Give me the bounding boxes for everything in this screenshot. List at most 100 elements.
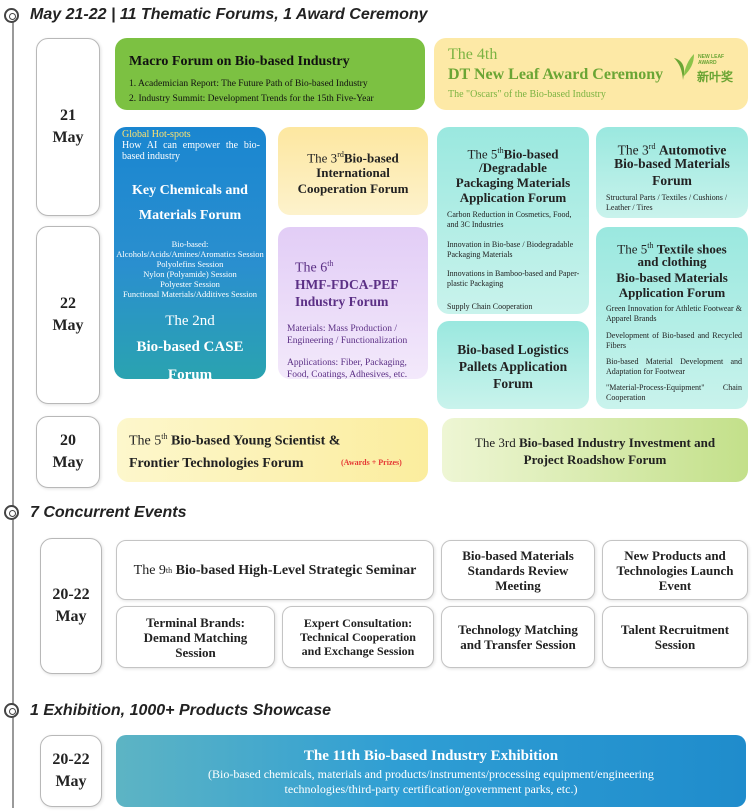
seminar-title: Bio-based High-Level Strategic Seminar [175, 562, 417, 578]
date-box-exhibition: 20-22 May [40, 735, 102, 807]
key-chemicals-title-2: Materials Forum [138, 208, 242, 223]
intl-edition: The 3 [307, 150, 338, 166]
exhibition-desc: (Bio-based chemicals, materials and prod… [208, 767, 654, 796]
event-standards-review[interactable]: Bio-based Materials Standards Review Mee… [441, 540, 595, 600]
session-functional: Functional Materials/Additives Session [122, 289, 258, 299]
case-forum-title: Bio-based CASE [136, 339, 244, 355]
event-expert-consultation[interactable]: Expert Consultation: Technical Cooperati… [282, 606, 434, 668]
exhibition-title: The 11th Bio-based Industry Exhibition [303, 748, 559, 764]
invest-title-1: Bio-based Industry Investment and [518, 435, 716, 450]
date-day: 21 [60, 107, 76, 124]
section-bullet-icon [4, 8, 19, 23]
event-talent-recruitment[interactable]: Talent Recruitment Session [602, 606, 748, 668]
section-bullet-icon [4, 505, 19, 520]
award-logo-cn: 新叶奖 [697, 70, 734, 84]
invest-title-2: Project Roadshow Forum [523, 452, 667, 467]
textile-item-3: Bio-based Material Development and Adapt… [606, 357, 742, 376]
timeline-line [12, 18, 14, 808]
award-title: DT New Leaf Award Ceremony [448, 66, 664, 83]
textile-item-4: "Material-Process-Equipment" Chain Coope… [606, 383, 742, 402]
award-tagline: The "Oscars" of the Bio-based Industry [448, 89, 606, 100]
section-heading-exhibition: 1 Exhibition, 1000+ Products Showcase [30, 702, 331, 719]
young-title-1: Bio-based Young Scientist & [171, 433, 341, 449]
young-title-2: Frontier Technologies Forum [129, 456, 304, 471]
case-forum-title-2: Forum [167, 367, 213, 379]
leaf-icon [674, 54, 694, 80]
section-heading-forums: May 21-22 | 11 Thematic Forums, 1 Award … [30, 6, 428, 23]
packaging-item-4: Supply Chain Cooperation [447, 302, 533, 311]
date-month: May [52, 129, 84, 146]
young-awards-note: (Awards + Prizes) [341, 458, 402, 467]
logistics-forum-card[interactable]: Bio-based Logistics Pallets Application … [437, 321, 589, 409]
fdca-edition: The 6 [295, 260, 328, 276]
case-forum-edition: The 2nd [165, 313, 215, 329]
award-ceremony-card[interactable]: The 4th DT New Leaf Award Ceremony The "… [434, 38, 748, 110]
packaging-forum-card[interactable]: The 5thBio-based /Degradable Packaging M… [437, 127, 589, 314]
young-scientist-forum-card[interactable]: The 5th Bio-based Young Scientist & Fron… [117, 418, 428, 482]
standards-title: Bio-based Materials Standards Review Mee… [462, 547, 574, 593]
macro-forum-item-2: 2. Industry Summit: Development Trends f… [129, 94, 374, 104]
launch-title: New Products and Technologies Launch Eve… [616, 547, 734, 593]
terminal-title: Terminal Brands: Demand Matching Session [143, 614, 248, 660]
textile-title-4: Application Forum [618, 285, 726, 300]
date-day: 20-22 [52, 586, 90, 603]
event-technology-matching[interactable]: Technology Matching and Transfer Session [441, 606, 595, 668]
event-terminal-brands[interactable]: Terminal Brands: Demand Matching Session [116, 606, 275, 668]
expert-title: Expert Consultation: Technical Cooperati… [300, 616, 416, 658]
session-alcohols: Alcohols/Acids/Amines/Aromatics Session [116, 249, 264, 259]
packaging-title-4: Application Forum [459, 190, 567, 205]
textile-item-2: Development of Bio-based and Recycled Fi… [606, 331, 742, 350]
date-day: 22 [60, 295, 76, 312]
seminar-edition: The 9 [133, 562, 166, 578]
logistics-title-2: Pallets Application [458, 359, 568, 374]
macro-forum-item-1: 1. Academician Report: The Future Path o… [129, 79, 368, 89]
session-polyester: Polyester Session [160, 279, 220, 289]
textile-forum-card[interactable]: The 5th Textile shoes and clothing Bio-b… [596, 227, 748, 409]
intl-edition-sup: rd [337, 150, 344, 159]
macro-forum-card[interactable]: Macro Forum on Bio-based Industry 1. Aca… [115, 38, 425, 110]
fdca-edition-sup: th [327, 259, 334, 268]
section-heading-concurrent: 7 Concurrent Events [30, 504, 187, 521]
automotive-title-3: Forum [652, 173, 692, 188]
automotive-title-1: Automotive [658, 142, 727, 158]
packaging-edition-sup: th [497, 146, 504, 155]
date-box-events: 20-22 May [40, 538, 102, 674]
packaging-title-2: /Degradable [479, 160, 547, 175]
fdca-title-1: HMF-FDCA-PEF [295, 277, 399, 292]
hmf-fdca-pef-forum-card[interactable]: The 6th HMF-FDCA-PEF Industry Forum Mate… [278, 227, 428, 379]
young-edition: The 5 [129, 433, 162, 449]
packaging-item-1: Carbon Reduction in Cosmetics, Food, and… [447, 210, 572, 229]
automotive-forum-card[interactable]: The 3rd Automotive Bio-based Materials F… [596, 127, 748, 218]
packaging-title-1: Bio-based [503, 146, 559, 162]
macro-forum-title: Macro Forum on Bio-based Industry [129, 54, 350, 69]
award-logo-small: NEW LEAF AWARD [698, 54, 725, 66]
textile-title-3: Bio-based Materials [616, 270, 728, 285]
seminar-edition-sup: th [165, 565, 173, 575]
intl-title-2: International [316, 165, 390, 180]
packaging-item-3: Innovations in Bamboo-based and Paper-pl… [447, 269, 580, 288]
session-nylon: Nylon (Polyamide) Session [143, 269, 237, 279]
fdca-title-2: Industry Forum [295, 294, 389, 309]
date-day: 20 [60, 432, 76, 449]
date-month: May [55, 773, 87, 790]
session-bio-based: Bio-based: [171, 239, 209, 249]
key-chemicals-forum-card[interactable]: Global Hot-spots How AI can empower the … [114, 127, 266, 379]
intl-title-1: Bio-based [343, 150, 399, 166]
date-day: 20-22 [52, 751, 90, 768]
intl-title-3: Cooperation Forum [297, 181, 409, 196]
automotive-desc: Structural Parts / Textiles / Cushions /… [606, 193, 728, 212]
date-month: May [52, 454, 84, 471]
automotive-edition: The 3 [617, 142, 649, 158]
textile-item-1: Green Innovation for Athletic Footwear &… [606, 304, 742, 323]
exhibition-card[interactable]: The 11th Bio-based Industry Exhibition (… [116, 735, 746, 807]
packaging-edition: The 5 [467, 146, 498, 162]
automotive-title-2: Bio-based Materials [614, 156, 730, 171]
global-hotspots-label: Global Hot-spots [122, 129, 191, 140]
event-launch[interactable]: New Products and Technologies Launch Eve… [602, 540, 748, 600]
international-cooperation-forum-card[interactable]: The 3rdBio-based International Cooperati… [278, 127, 428, 215]
young-edition-sup: th [161, 432, 168, 441]
investment-roadshow-forum-card[interactable]: The 3rd Bio-based Industry Investment an… [442, 418, 748, 482]
logistics-title-1: Bio-based Logistics [457, 342, 569, 357]
date-month: May [55, 608, 87, 625]
